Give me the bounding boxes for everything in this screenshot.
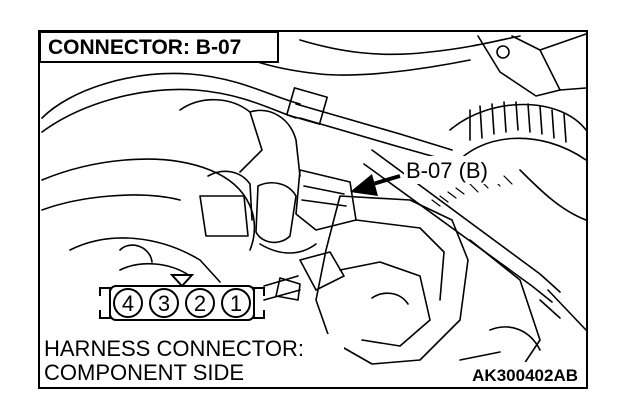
pin-2: 2	[185, 288, 215, 318]
callout-label: B-07 (B)	[406, 158, 488, 183]
pin-label: 2	[194, 291, 206, 316]
title-box	[39, 31, 279, 63]
pin-3: 3	[149, 288, 179, 318]
engine-bay-illustration	[41, 33, 587, 371]
callout-arrow	[350, 174, 401, 196]
figure-code: AK300402AB	[472, 366, 578, 385]
connector-title: CONNECTOR: B-07	[48, 36, 241, 59]
pin-label: 3	[158, 291, 170, 316]
pin-label: 4	[122, 291, 134, 316]
connector-housing	[109, 285, 255, 321]
harness-caption-line1: HARNESS CONNECTOR:	[44, 336, 304, 361]
pin-locator-triangle	[169, 274, 195, 288]
pin-4: 4	[113, 288, 143, 318]
pin-1: 1	[221, 288, 251, 318]
harness-connector: 4 3 2 1	[99, 274, 265, 321]
pin-label: 1	[230, 291, 242, 316]
harness-caption-line2: COMPONENT SIDE	[44, 360, 244, 385]
